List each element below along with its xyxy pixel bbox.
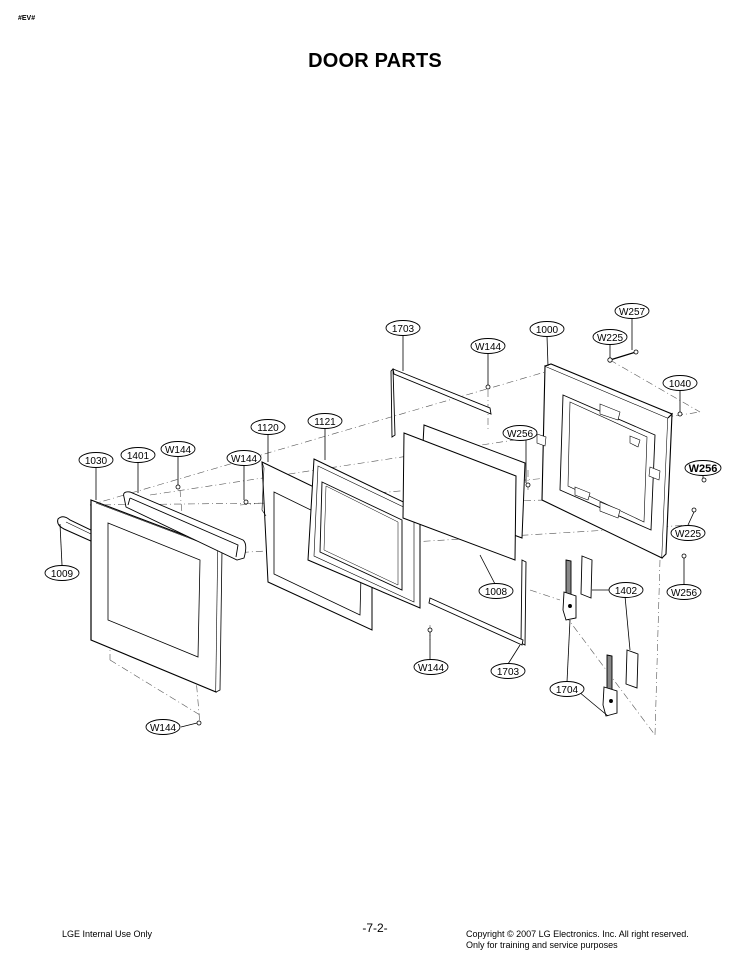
callout-1703-top: 1703 xyxy=(385,320,421,336)
callout-w225-right: W225 xyxy=(670,525,706,541)
callout-w144-b: W144 xyxy=(226,450,262,466)
svg-text:1030: 1030 xyxy=(85,456,108,467)
page-number: -7-2- xyxy=(362,921,388,935)
door-trim-part xyxy=(123,491,247,561)
callout-1030: 1030 xyxy=(78,452,114,468)
svg-text:1009: 1009 xyxy=(51,569,74,580)
svg-text:1703: 1703 xyxy=(392,324,415,335)
svg-text:1703: 1703 xyxy=(497,667,520,678)
callouts: W257 W225 1703 1000 W144 1040 W256 1120 xyxy=(44,303,722,735)
svg-text:1402: 1402 xyxy=(615,586,638,597)
svg-text:1121: 1121 xyxy=(314,417,336,428)
svg-text:W256: W256 xyxy=(689,463,718,475)
callout-1000: 1000 xyxy=(529,321,565,337)
svg-text:1040: 1040 xyxy=(669,379,692,390)
glass-panes-1008 xyxy=(402,424,526,561)
hinges-1704 xyxy=(562,559,618,717)
top-strip-1703 xyxy=(390,367,492,438)
svg-text:W225: W225 xyxy=(597,333,624,344)
callout-1402: 1402 xyxy=(608,582,644,598)
svg-text:W257: W257 xyxy=(619,307,646,318)
svg-text:1401: 1401 xyxy=(127,451,150,462)
svg-text:1704: 1704 xyxy=(556,685,579,696)
svg-text:1008: 1008 xyxy=(485,587,508,598)
svg-text:W144: W144 xyxy=(150,723,177,734)
training-notice: Only for training and service purposes xyxy=(466,940,618,950)
callout-1008: 1008 xyxy=(478,583,514,599)
callout-w257: W257 xyxy=(614,303,650,319)
leader-lines xyxy=(59,318,704,728)
svg-text:W144: W144 xyxy=(418,663,445,674)
callout-1040: 1040 xyxy=(662,375,698,391)
svg-text:W144: W144 xyxy=(475,342,502,353)
footer-copyright: Copyright © 2007 LG Electronics. Inc. Al… xyxy=(466,929,689,951)
callout-w144-bottom: W144 xyxy=(145,719,181,735)
callout-w256-low: W256 xyxy=(666,584,702,600)
callout-1120: 1120 xyxy=(250,419,286,435)
callout-1121: 1121 xyxy=(307,413,343,429)
model-tag: #EV# xyxy=(18,15,36,22)
callout-1009: 1009 xyxy=(44,565,80,581)
svg-text:1000: 1000 xyxy=(536,325,559,336)
bottom-strip-1703 xyxy=(428,559,527,646)
hinge-covers-1402 xyxy=(580,555,639,689)
callout-1704: 1704 xyxy=(549,681,585,697)
inner-door-1000 xyxy=(536,363,673,559)
callout-w225-top: W225 xyxy=(592,329,628,345)
callout-w144-top: W144 xyxy=(470,338,506,354)
callout-w256-right: W256 xyxy=(684,460,722,476)
svg-text:W225: W225 xyxy=(675,529,702,540)
svg-text:W144: W144 xyxy=(165,445,192,456)
copyright-line: Copyright © 2007 LG Electronics. Inc. Al… xyxy=(466,929,689,939)
svg-text:1120: 1120 xyxy=(257,423,279,434)
page-title: DOOR PARTS xyxy=(308,50,442,72)
callout-w256-mid: W256 xyxy=(502,425,538,441)
callout-1401: 1401 xyxy=(120,447,156,463)
gasket-frame-1121 xyxy=(307,458,421,609)
callout-w144-low: W144 xyxy=(413,659,449,675)
callout-1703-low: 1703 xyxy=(490,663,526,679)
svg-text:W256: W256 xyxy=(671,588,698,599)
outer-door-panel xyxy=(90,499,223,693)
svg-text:W144: W144 xyxy=(231,454,258,465)
callout-w144-a: W144 xyxy=(160,441,196,457)
footer-internal-notice: LGE Internal Use Only xyxy=(62,929,153,939)
svg-text:W256: W256 xyxy=(507,429,534,440)
